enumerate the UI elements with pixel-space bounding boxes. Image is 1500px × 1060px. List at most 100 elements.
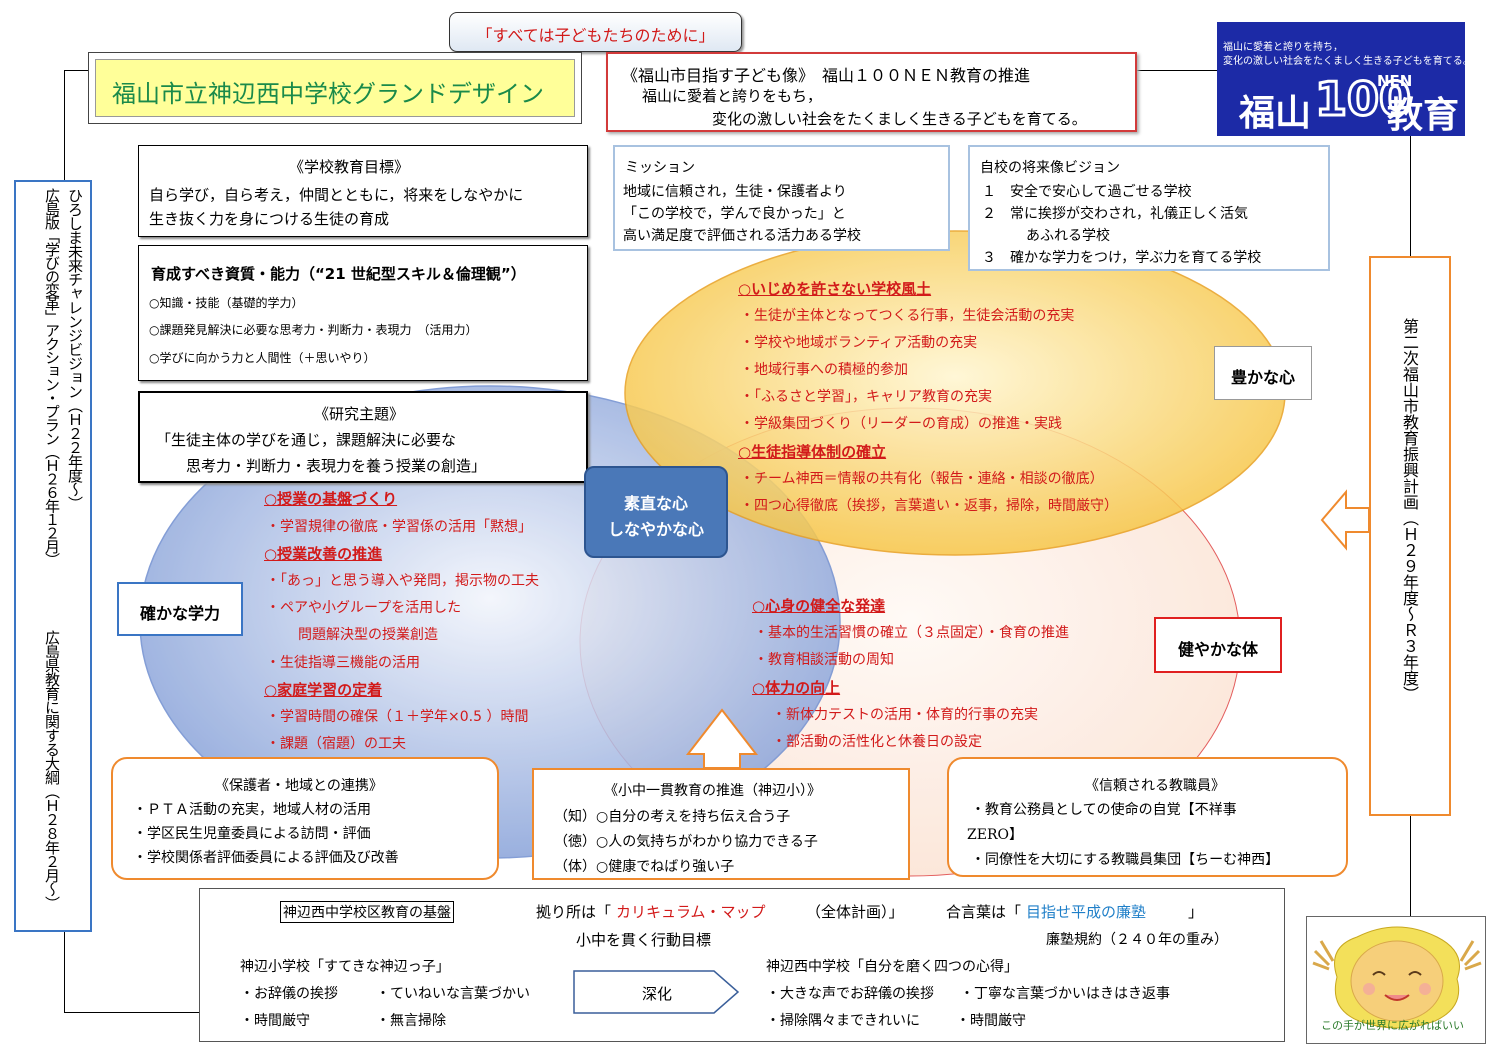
shinka-arrow-shape <box>573 970 740 1014</box>
mascot-mouth <box>1384 994 1410 1001</box>
left-plan-col1: ひろしま未来チャレンジビジョン（Ｈ２２年度～） <box>66 188 84 510</box>
fukuyama-goal-line1: 《福山市目指す子ども像》 福山１００ＮＥＮ教育の推進 <box>622 66 1031 85</box>
teachers-title: 《信頼される教職員》 <box>1085 778 1225 794</box>
karada-item1: ・基本的生活習慣の確立（３点固定）・食育の推進 <box>754 625 1069 641</box>
shinka-label: 深化 <box>642 985 673 1003</box>
school-goal-box: 《学校教育目標》 自ら学び，自ら考え，仲間とともに，将来をしなやかに 生き抜く力… <box>138 145 588 237</box>
chu-title: 神辺西中学校「自分を磨く四つの心得」 <box>766 959 1018 975</box>
teachers-line3: ・同僚性を大切にする教職員集団【ちーむ神西】 <box>971 852 1280 868</box>
aikotoba-post: 」 <box>1188 903 1204 921</box>
logo-big-right: 教育 <box>1387 95 1460 136</box>
title-box: 福山市立神辺西中学校グランドデザイン <box>88 52 582 124</box>
aikotoba-pre: 合言葉は「 <box>946 903 1022 921</box>
gakuryoku-item3: ・ペアや小グループを活用した <box>266 600 462 616</box>
pta-title: 《保護者・地域との連携》 <box>215 778 383 794</box>
mascot-box: この手が世界に広がればいい <box>1306 916 1486 1044</box>
title-inner: 福山市立神辺西中学校グランドデザイン <box>95 59 575 117</box>
mascot-cheek-right <box>1419 983 1431 995</box>
foundation-box: 神辺西中学校区教育の基盤 拠り所は「 カリキュラム・マップ （全体計画）」 合言… <box>199 888 1285 1042</box>
vision-line3: あふれる学校 <box>1026 228 1110 244</box>
mission-title: ミッション <box>625 160 695 176</box>
shochu-title: 《小中一貫教育の推進（神辺小）》 <box>604 783 821 799</box>
karada-heading1: ○心身の健全な発達 <box>752 597 886 615</box>
fukuyama-100nen-logo: 福山に愛着と誇りを持ち， 変化の激しい社会をたくましく生きる子どもを育てる。 福… <box>1217 22 1465 136</box>
pta-line3: ・学校関係者評価委員による評価及び改善 <box>133 850 399 866</box>
mascot-illustration <box>1312 926 1482 1029</box>
logo-big-number: 100 <box>1313 71 1412 128</box>
shinka-arrow <box>573 970 740 1014</box>
skills-line1: ○知識・技能（基礎的学力） <box>149 296 304 310</box>
sho-item1: ・お辞儀の挨拶 <box>240 986 338 1002</box>
gakuryoku-heading2: ○授業改善の推進 <box>264 545 383 563</box>
chu-item3: ・掃除隅々まできれいに <box>766 1013 920 1029</box>
skills-line2: ○課題発見解決に必要な思考力・判断力・表現力 （活用力） <box>149 323 478 337</box>
gakuryoku-item2: ・「あっ」と思う導入や発問，掲示物の工夫 <box>266 573 539 589</box>
mascot-cheek-left <box>1363 983 1375 995</box>
label-kokoro: 豊かな心 <box>1214 346 1312 400</box>
kokoro-item1: ・生徒が主体となってつくる行事，生徒会活動の充実 <box>740 308 1075 324</box>
pta-line2: ・学区民生児童委員による訪問・評価 <box>133 826 371 842</box>
mascot-arm-right <box>1459 940 1482 971</box>
left-arrow <box>1320 489 1370 551</box>
research-line2: 思考力・判断力・表現力を養う授業の創造」 <box>186 457 487 475</box>
chu-item1: ・大きな声でお辞儀の挨拶 <box>766 986 934 1002</box>
mission-line1: 地域に信頼され，生徒・保護者より <box>623 184 847 200</box>
karada-item3: ・新体力テストの活用・体育的行事の充実 <box>772 707 1038 723</box>
kokoro-heading2: ○生徒指導体制の確立 <box>738 443 887 461</box>
mission-line3: 高い満足度で評価される活力ある学校 <box>623 228 861 244</box>
mascot-eye-left <box>1372 971 1386 976</box>
mascot-caption: この手が世界に広がればいい <box>1321 1019 1464 1032</box>
logo-superscript: NEN <box>1377 72 1413 90</box>
sho-title: 神辺小学校「すてきな神辺っ子」 <box>240 959 450 975</box>
mission-line2: 「この学校で，学んで良かった」と <box>623 206 846 222</box>
center-badge-line1: 素直な心 <box>623 494 688 513</box>
shochu-line2: （徳）○人の気持ちがわかり協力できる子 <box>554 834 818 850</box>
kokoro-item5: ・学級集団づくり（リーダーの育成）の推進・実践 <box>740 416 1062 432</box>
kodo-mokuhyo: 小中を貫く行動目標 <box>576 931 712 949</box>
gakuryoku-item7: ・課題（宿題）の工夫 <box>266 736 406 752</box>
yoridokoro-pre: 拠り所は「 <box>536 903 612 921</box>
teachers-line2: ZERO】 <box>967 827 1023 843</box>
teachers-line1: ・教育公務員としての使命の自覚【不祥事 <box>971 802 1237 818</box>
mission-box: ミッション 地域に信頼され，生徒・保護者より 「この学校で，学んで良かった」と … <box>613 145 950 251</box>
kokoro-item3: ・地域行事への積極的参加 <box>740 362 908 378</box>
teachers-box: 《信頼される教職員》 ・教育公務員としての使命の自覚【不祥事 ZERO】 ・同僚… <box>947 757 1348 877</box>
center-badge: 素直な心 しなやかな心 <box>584 466 728 558</box>
center-badge-line2: しなやかな心 <box>607 520 704 539</box>
logo-big-left: 福山 <box>1239 93 1312 134</box>
mascot-eye-right <box>1408 971 1422 976</box>
frame-line-top-left <box>64 70 90 71</box>
up-arrow <box>685 708 759 769</box>
shochu-line1: （知）○自分の考えを持ち伝え合う子 <box>554 809 791 825</box>
sho-item4: ・無言掃除 <box>376 1013 446 1029</box>
mascot-arm-left <box>1312 940 1335 971</box>
school-goal-line2: 生き抜く力を身につける生徒の育成 <box>149 210 390 228</box>
label-karada-text: 健やかな体 <box>1177 640 1258 659</box>
vision-box: 自校の将来像ビジョン １ 安全で安心して過ごせる学校 ２ 常に挨拶が交わされ，礼… <box>968 145 1330 271</box>
sho-item3: ・時間厳守 <box>240 1013 310 1029</box>
kokoro-heading1: ○いじめを許さない学校風土 <box>738 280 932 298</box>
research-line1: 「生徒主体の学びを通じ，課題解決に必要な <box>156 431 457 449</box>
gakuryoku-heading1: ○授業の基盤づくり <box>264 490 398 508</box>
left-plan-col3: 広島県教育に関する大綱（Ｈ２８年２月～） <box>43 630 61 910</box>
kokoro-item2: ・学校や地域ボランティア活動の充実 <box>740 335 978 351</box>
skills-title: 育成すべき資質・能力（“21 世紀型スキル＆倫理観”） <box>151 265 526 283</box>
gakuryoku-item4: 問題解決型の授業創造 <box>298 627 438 643</box>
pta-box: 《保護者・地域との連携》 ・ＰＴＡ活動の充実，地域人材の活用 ・学区民生児童委員… <box>111 757 499 880</box>
label-gakuryoku-text: 確かな学力 <box>139 604 220 623</box>
right-plan-text: 第二次福山市教育振興計画（Ｈ２９年度～Ｒ３年度） <box>1400 318 1419 702</box>
chu-item4: ・時間厳守 <box>956 1013 1026 1029</box>
shochu-line3: （体）○健康でねばり強い子 <box>554 859 735 875</box>
gakuryoku-item6: ・学習時間の確保（１＋学年×0.5 ）時間 <box>266 709 529 725</box>
vision-line4: ３ 確かな学力をつけ，学ぶ力を育てる学校 <box>982 250 1262 266</box>
vision-line2: ２ 常に挨拶が交わされ，礼儀正しく活気 <box>982 206 1248 222</box>
research-title: 《研究主題》 <box>314 405 405 423</box>
shochu-box: 《小中一貫教育の推進（神辺小）》 （知）○自分の考えを持ち伝え合う子 （徳）○人… <box>532 768 910 880</box>
karada-heading2: ○体力の向上 <box>752 679 841 697</box>
label-karada: 健やかな体 <box>1154 617 1282 673</box>
kokoro-item6: ・チーム神西＝情報の共有化（報告・連絡・相談の徹底） <box>740 471 1104 487</box>
frame-line-right-bottom <box>1410 816 1411 916</box>
fukuyama-goal-box: 《福山市目指す子ども像》 福山１００ＮＥＮ教育の推進 福山に愛着と誇りをもち， … <box>606 52 1137 132</box>
page-title: 福山市立神辺西中学校グランドデザイン <box>112 80 544 108</box>
fukuyama-goal-line3: 変化の激しい社会をたくましく生きる子どもを育てる。 <box>712 110 1087 128</box>
